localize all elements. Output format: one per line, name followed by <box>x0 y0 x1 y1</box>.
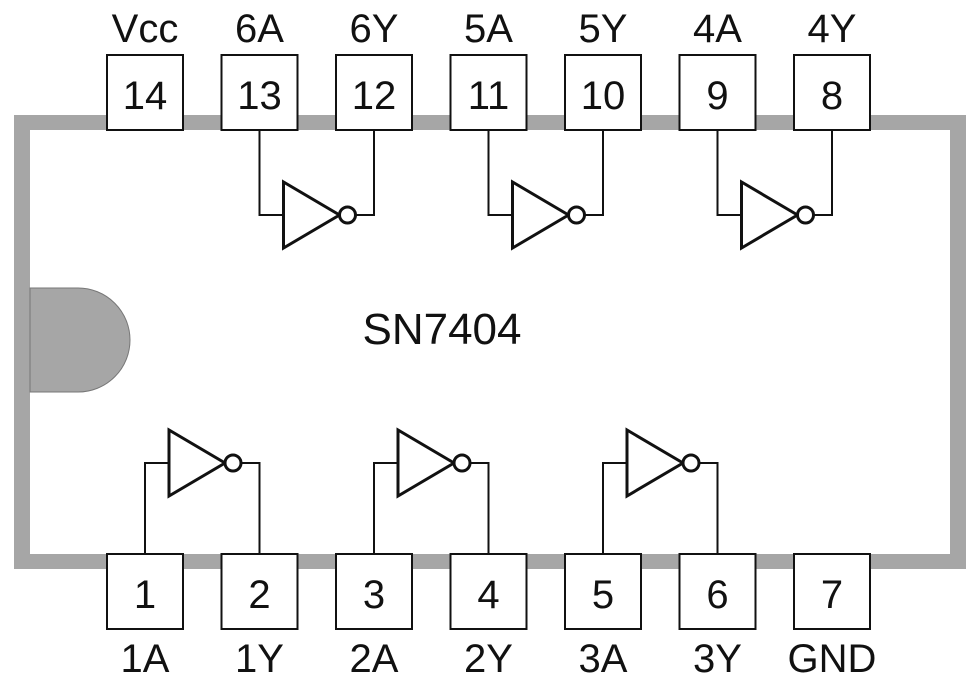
gate-6-input-wire <box>258 130 284 216</box>
top-pin-row: 14 Vcc 13 6A 12 6Y 11 5A 10 5Y 9 4A 8 4Y <box>106 7 871 131</box>
pin-label-3: 2A <box>350 637 399 681</box>
gate-1-output-wire <box>241 462 261 554</box>
pin-label-7: GND <box>788 637 877 681</box>
pin-label-10: 5Y <box>579 7 628 51</box>
orientation-notch <box>29 287 131 393</box>
pin-number-13: 13 <box>237 74 282 118</box>
pin-box-13 <box>220 54 299 131</box>
gate-2-output-wire <box>470 462 490 554</box>
pin-box-11 <box>449 54 528 131</box>
pin-box-14 <box>106 54 184 131</box>
gate-5-output-wire <box>584 130 604 216</box>
pin-box-7 <box>793 553 871 630</box>
pin-box-9 <box>678 54 757 131</box>
pin-box-5 <box>564 553 642 630</box>
gate-3-output-wire <box>699 462 719 554</box>
pin-box-4 <box>449 553 528 630</box>
gate-5-inverter-bubble <box>567 205 586 225</box>
pin-number-1: 1 <box>134 573 156 617</box>
gate-5-input-wire <box>487 130 513 216</box>
pin-number-7: 7 <box>821 573 843 617</box>
chip-name: SN7404 <box>362 305 521 354</box>
pin-box-6 <box>678 553 757 630</box>
pin-box-8 <box>793 54 871 131</box>
pin-number-14: 14 <box>123 74 168 118</box>
gate-4-input-wire <box>716 130 742 216</box>
gate-2-inverter-bubble <box>452 453 472 473</box>
pin-box-1 <box>106 553 184 630</box>
pin-box-12 <box>335 54 413 131</box>
gate-wiring <box>144 130 833 554</box>
gate-2-input-wire <box>373 462 398 554</box>
gate-6-output-wire <box>355 130 375 216</box>
pin-label-14: Vcc <box>112 7 179 51</box>
gate-3-inverter-bubble <box>681 453 701 473</box>
pin-label-8: 4Y <box>808 7 857 51</box>
gate-4-inverter-bubble <box>796 205 815 225</box>
pin-label-4: 2Y <box>464 637 513 681</box>
gate-4-inverter-triangle <box>740 179 801 251</box>
pin-box-10 <box>564 54 642 131</box>
pin-number-3: 3 <box>363 573 385 617</box>
gate-5-inverter-triangle <box>511 179 572 251</box>
pin-label-2: 1Y <box>235 637 284 681</box>
pin-number-6: 6 <box>706 573 728 617</box>
gate-6-inverter-bubble <box>338 205 357 225</box>
pin-label-6: 3Y <box>693 637 742 681</box>
pin-label-11: 5A <box>464 7 513 51</box>
pin-box-3 <box>335 553 413 630</box>
gate-6-inverter-triangle <box>282 179 343 251</box>
pin-number-11: 11 <box>468 74 510 118</box>
gate-1-inverter-bubble <box>223 453 243 473</box>
gate-3-input-wire <box>602 462 627 554</box>
gate-1-inverter-triangle <box>167 427 228 499</box>
gate-3-inverter-triangle <box>625 427 686 499</box>
pin-number-4: 4 <box>477 573 499 617</box>
pin-box-2 <box>220 553 299 630</box>
pin-number-12: 12 <box>352 74 397 118</box>
pin-number-2: 2 <box>248 573 270 617</box>
pin-label-9: 4A <box>693 7 742 51</box>
pin-label-12: 6Y <box>350 7 399 51</box>
inverter-gates <box>167 179 815 499</box>
pin-label-5: 3A <box>579 637 628 681</box>
pin-label-1: 1A <box>121 637 170 681</box>
pin-label-13: 6A <box>235 7 284 51</box>
pin-number-9: 9 <box>706 74 728 118</box>
gate-4-output-wire <box>813 130 833 216</box>
gate-2-inverter-triangle <box>396 427 457 499</box>
pin-number-8: 8 <box>821 74 843 118</box>
pin-number-5: 5 <box>592 573 614 617</box>
pin-number-10: 10 <box>581 74 626 118</box>
gate-1-input-wire <box>144 462 169 554</box>
